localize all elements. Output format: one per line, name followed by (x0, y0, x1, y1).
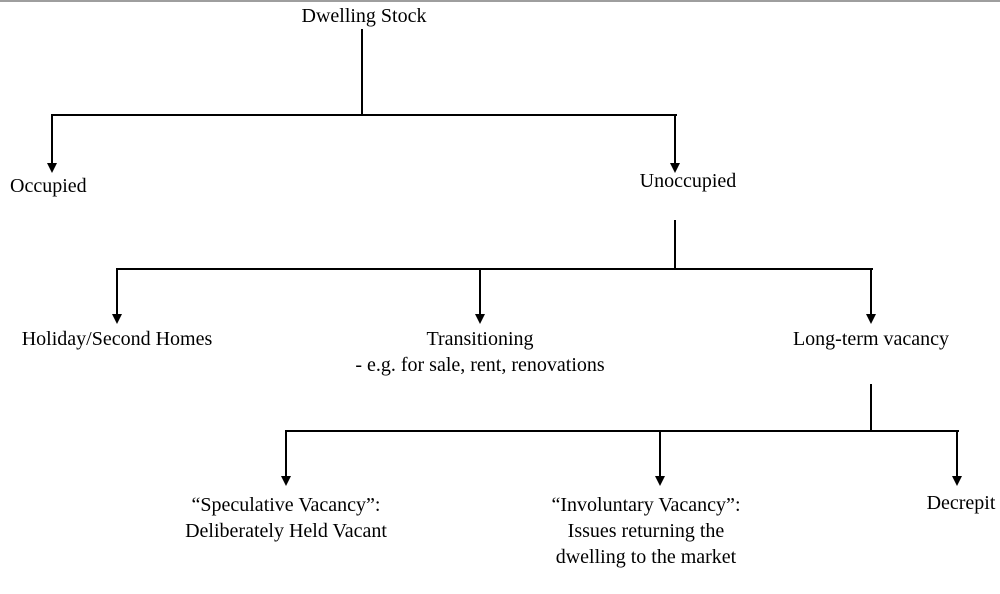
arrow-unoccupied-head-icon (670, 163, 680, 173)
node-decrepit: Decrepit (886, 490, 1000, 516)
edge-long-term-vacancy-stem (870, 384, 872, 432)
node-sublabel: Deliberately Held Vacant (185, 520, 387, 542)
arrow-speculative-vacancy-shaft (285, 430, 287, 476)
node-sublabel: Issues returning the (567, 520, 725, 542)
node-speculative-vacancy: “Speculative Vacancy”: Deliberately Held… (156, 492, 416, 544)
node-sublabel: - e.g. for sale, rent, renovations (355, 354, 605, 376)
node-holiday-second-homes: Holiday/Second Homes (0, 326, 234, 352)
arrow-occupied-shaft (51, 114, 53, 163)
node-label: “Involuntary Vacancy”: (551, 494, 741, 516)
node-label: Long-term vacancy (792, 328, 950, 350)
edge-root-stem (361, 29, 363, 116)
arrow-long-term-vacancy-head-icon (866, 314, 876, 324)
arrow-transitioning-shaft (479, 268, 481, 314)
node-label: Holiday/Second Homes (21, 328, 213, 350)
arrow-speculative-vacancy-head-icon (281, 476, 291, 486)
arrow-transitioning-head-icon (475, 314, 485, 324)
edge-level4-crossbar (285, 430, 959, 432)
top-border (0, 0, 1000, 2)
node-long-term-vacancy: Long-term vacancy (771, 326, 971, 352)
node-label: Decrepit (926, 492, 996, 514)
arrow-long-term-vacancy-shaft (870, 268, 872, 314)
edge-level2-crossbar (51, 114, 677, 116)
arrow-involuntary-vacancy-head-icon (655, 476, 665, 486)
arrow-holiday-homes-head-icon (112, 314, 122, 324)
arrow-holiday-homes-shaft (116, 268, 118, 314)
node-occupied: Occupied (10, 175, 87, 197)
node-label: “Speculative Vacancy”: (191, 494, 381, 516)
edge-level3-crossbar (116, 268, 873, 270)
arrow-decrepit-head-icon (952, 476, 962, 486)
edge-unoccupied-stem (674, 220, 676, 270)
node-transitioning: Transitioning - e.g. for sale, rent, ren… (320, 326, 640, 378)
arrow-involuntary-vacancy-shaft (659, 430, 661, 476)
arrow-decrepit-shaft (956, 430, 958, 476)
node-unoccupied: Unoccupied (639, 170, 737, 192)
arrow-occupied-head-icon (47, 163, 57, 173)
node-label: Transitioning (426, 328, 534, 350)
node-dwelling-stock: Dwelling Stock (301, 5, 427, 27)
node-sublabel: dwelling to the market (555, 546, 737, 568)
arrow-unoccupied-shaft (674, 114, 676, 163)
node-involuntary-vacancy: “Involuntary Vacancy”: Issues returning … (515, 492, 777, 570)
